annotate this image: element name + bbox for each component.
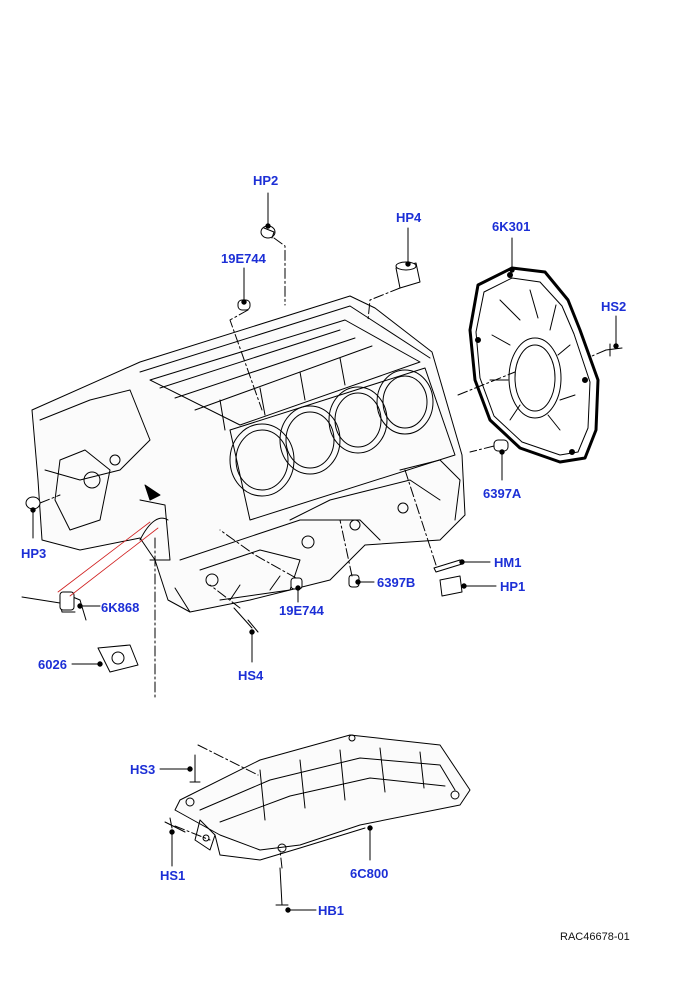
callout-6397a[interactable]: 6397A	[483, 486, 522, 501]
callout-hs2[interactable]: HS2	[601, 299, 627, 314]
callout-hs1[interactable]: HS1	[160, 868, 186, 883]
callout-hp2[interactable]: HP2	[253, 173, 279, 188]
callout-leaders	[30, 192, 619, 913]
diagram-reference-number: RAC46678-01	[560, 931, 630, 943]
callout-6c800[interactable]: 6C800	[350, 866, 389, 881]
callout-6026[interactable]: 6026	[38, 657, 67, 672]
callout-hs4[interactable]: HS4	[238, 668, 264, 683]
callout-6k868[interactable]: 6K868	[101, 600, 140, 615]
callout-hp4[interactable]: HP4	[396, 210, 422, 225]
callout-6k301[interactable]: 6K301	[492, 219, 531, 234]
cylinder-block	[31, 295, 466, 613]
callout-hs3[interactable]: HS3	[130, 762, 156, 777]
sensor-leader-lines	[57, 521, 159, 597]
assembly-lines	[39, 237, 607, 869]
callout-hp3[interactable]: HP3	[21, 546, 47, 561]
callout-6397b[interactable]: 6397B	[377, 575, 416, 590]
callout-hp1[interactable]: HP1	[500, 579, 526, 594]
callout-19e744-top[interactable]: 19E744	[221, 251, 266, 266]
callout-19e744-bottom[interactable]: 19E744	[279, 603, 324, 618]
callout-hm1[interactable]: HM1	[494, 555, 522, 570]
callout-hb1[interactable]: HB1	[318, 903, 345, 918]
rear-cover-6k301	[468, 266, 600, 464]
oil-pan-6c800	[174, 734, 471, 861]
